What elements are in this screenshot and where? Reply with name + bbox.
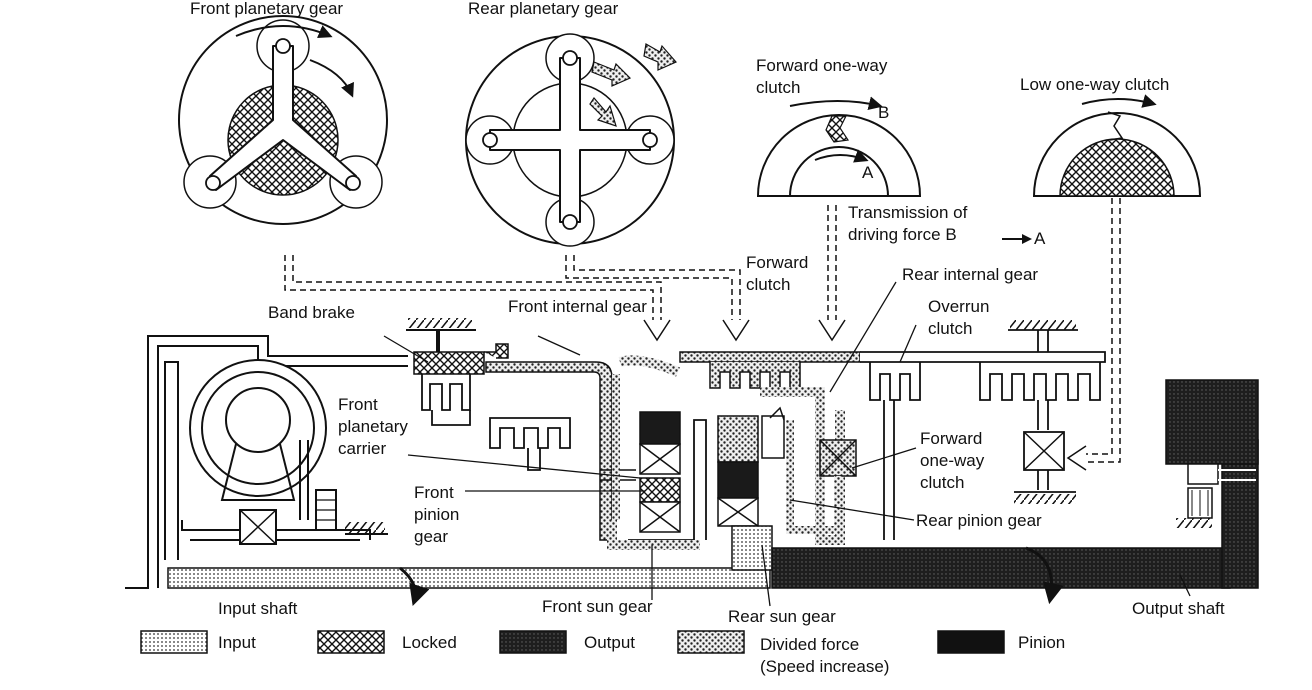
legend-swatches [140,630,1005,654]
label-front-internal-gear: Front internal gear [508,297,647,316]
label-rear-planetary-gear: Rear planetary gear [468,0,619,18]
legend-swatch-input [140,630,208,654]
legend-swatch-locked [317,630,385,654]
label-rear-sun-gear: Rear sun gear [728,607,836,626]
label-forward-one-way-clutch-side: Forward one-way clutch [920,429,985,492]
forward-one-way-clutch-view [756,96,922,197]
label-input-shaft: Input shaft [218,599,298,618]
label-point-a: A [862,163,874,182]
leader-lines [383,281,1191,607]
forward-one-way-clutch-lower [786,420,857,534]
legend-label-divided: Divided force [760,635,860,654]
label-band-brake: Band brake [268,303,355,322]
legend-label-locked: Locked [402,633,457,652]
label-forward-clutch: Forward clutch [746,253,809,294]
transmission-housing [125,335,408,589]
label-front-sun-gear: Front sun gear [542,597,653,616]
label-transmission-arrow-target: A [1034,229,1046,248]
front-planetary-gear-view [178,15,388,225]
overrun-clutch [869,362,921,540]
label-rear-internal-gear: Rear internal gear [902,265,1039,284]
rear-planetary-set [717,406,785,571]
rear-planetary-gear-view [465,33,677,247]
legend-swatch-divided [677,630,745,654]
legend-swatch-output [499,630,567,654]
input-shaft-arrow [399,566,430,606]
band-brake [406,318,509,426]
label-rear-pinion-gear: Rear pinion gear [916,511,1042,530]
label-front-planetary-carrier: Front planetary carrier [338,395,408,458]
label-front-pinion-gear: Front pinion gear [414,483,460,546]
label-point-b: B [878,103,890,122]
legend-swatch-pinion [937,630,1005,654]
front-planetary-set [607,355,707,550]
output-shaft-body [771,379,1259,605]
low-one-way-clutch-view [1032,94,1202,197]
input-shaft-body [167,567,771,589]
low-clutch-group [979,320,1101,504]
legend-label-pinion: Pinion [1018,633,1066,652]
right-arrow-icon [1002,234,1032,244]
label-overrun-clutch: Overrun clutch [928,297,990,338]
label-front-planetary-gear: Front planetary gear [190,0,344,18]
legend-label-output: Output [584,633,636,652]
label-forward-one-way-clutch-top: Forward one-way clutch [756,56,888,97]
label-low-one-way-clutch: Low one-way clutch [1020,75,1170,94]
legend-sublabel-divided: (Speed increase) [760,657,890,676]
label-output-shaft: Output shaft [1132,599,1225,618]
label-transmission-of-driving-force: Transmission of driving force B [848,203,968,244]
legend-label-input: Input [218,633,256,652]
dashed-connectors [284,198,1121,471]
